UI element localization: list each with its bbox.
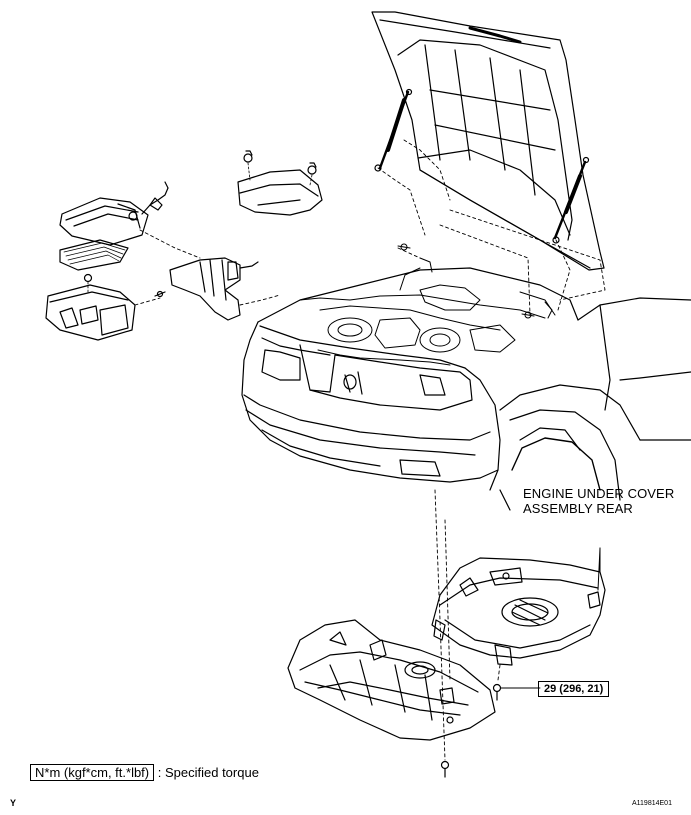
hood-panel (371, 11, 605, 271)
engine-bay (299, 243, 556, 366)
bolt-under-cover-rear (492, 683, 541, 701)
air-cleaner-leader-lines (134, 229, 201, 306)
engine-under-cover-front (287, 619, 496, 741)
engine-under-cover-rear (431, 547, 606, 666)
air-intake-hose (154, 257, 281, 321)
air-cleaner-cap (59, 181, 169, 246)
figure-id: A119814E01 (632, 800, 672, 807)
bolt-leader-lines (434, 489, 501, 761)
vehicle-front-body (241, 267, 691, 511)
engine-under-cover-callout: ENGINE UNDER COVER ASSEMBLY REAR (523, 486, 674, 516)
engine-cover (237, 150, 323, 216)
hood-support-strut-right (552, 156, 590, 244)
engine-under-cover-line1: ENGINE UNDER COVER (523, 486, 675, 501)
air-filter-element (59, 239, 129, 271)
air-cleaner-case (45, 273, 136, 341)
torque-legend-text: : Specified torque (157, 765, 259, 780)
bolt-under-cover-front (440, 760, 450, 778)
hood-support-strut-left (374, 88, 413, 172)
torque-spec-box: 29 (296, 21) (538, 681, 610, 697)
corner-mark: Y (10, 798, 17, 808)
torque-legend: N*m (kgf*cm, ft.*lbf) : Specified torque (30, 764, 259, 781)
engine-under-cover-line2: ASSEMBLY REAR (523, 501, 633, 516)
torque-units-box: N*m (kgf*cm, ft.*lbf) (30, 764, 155, 781)
